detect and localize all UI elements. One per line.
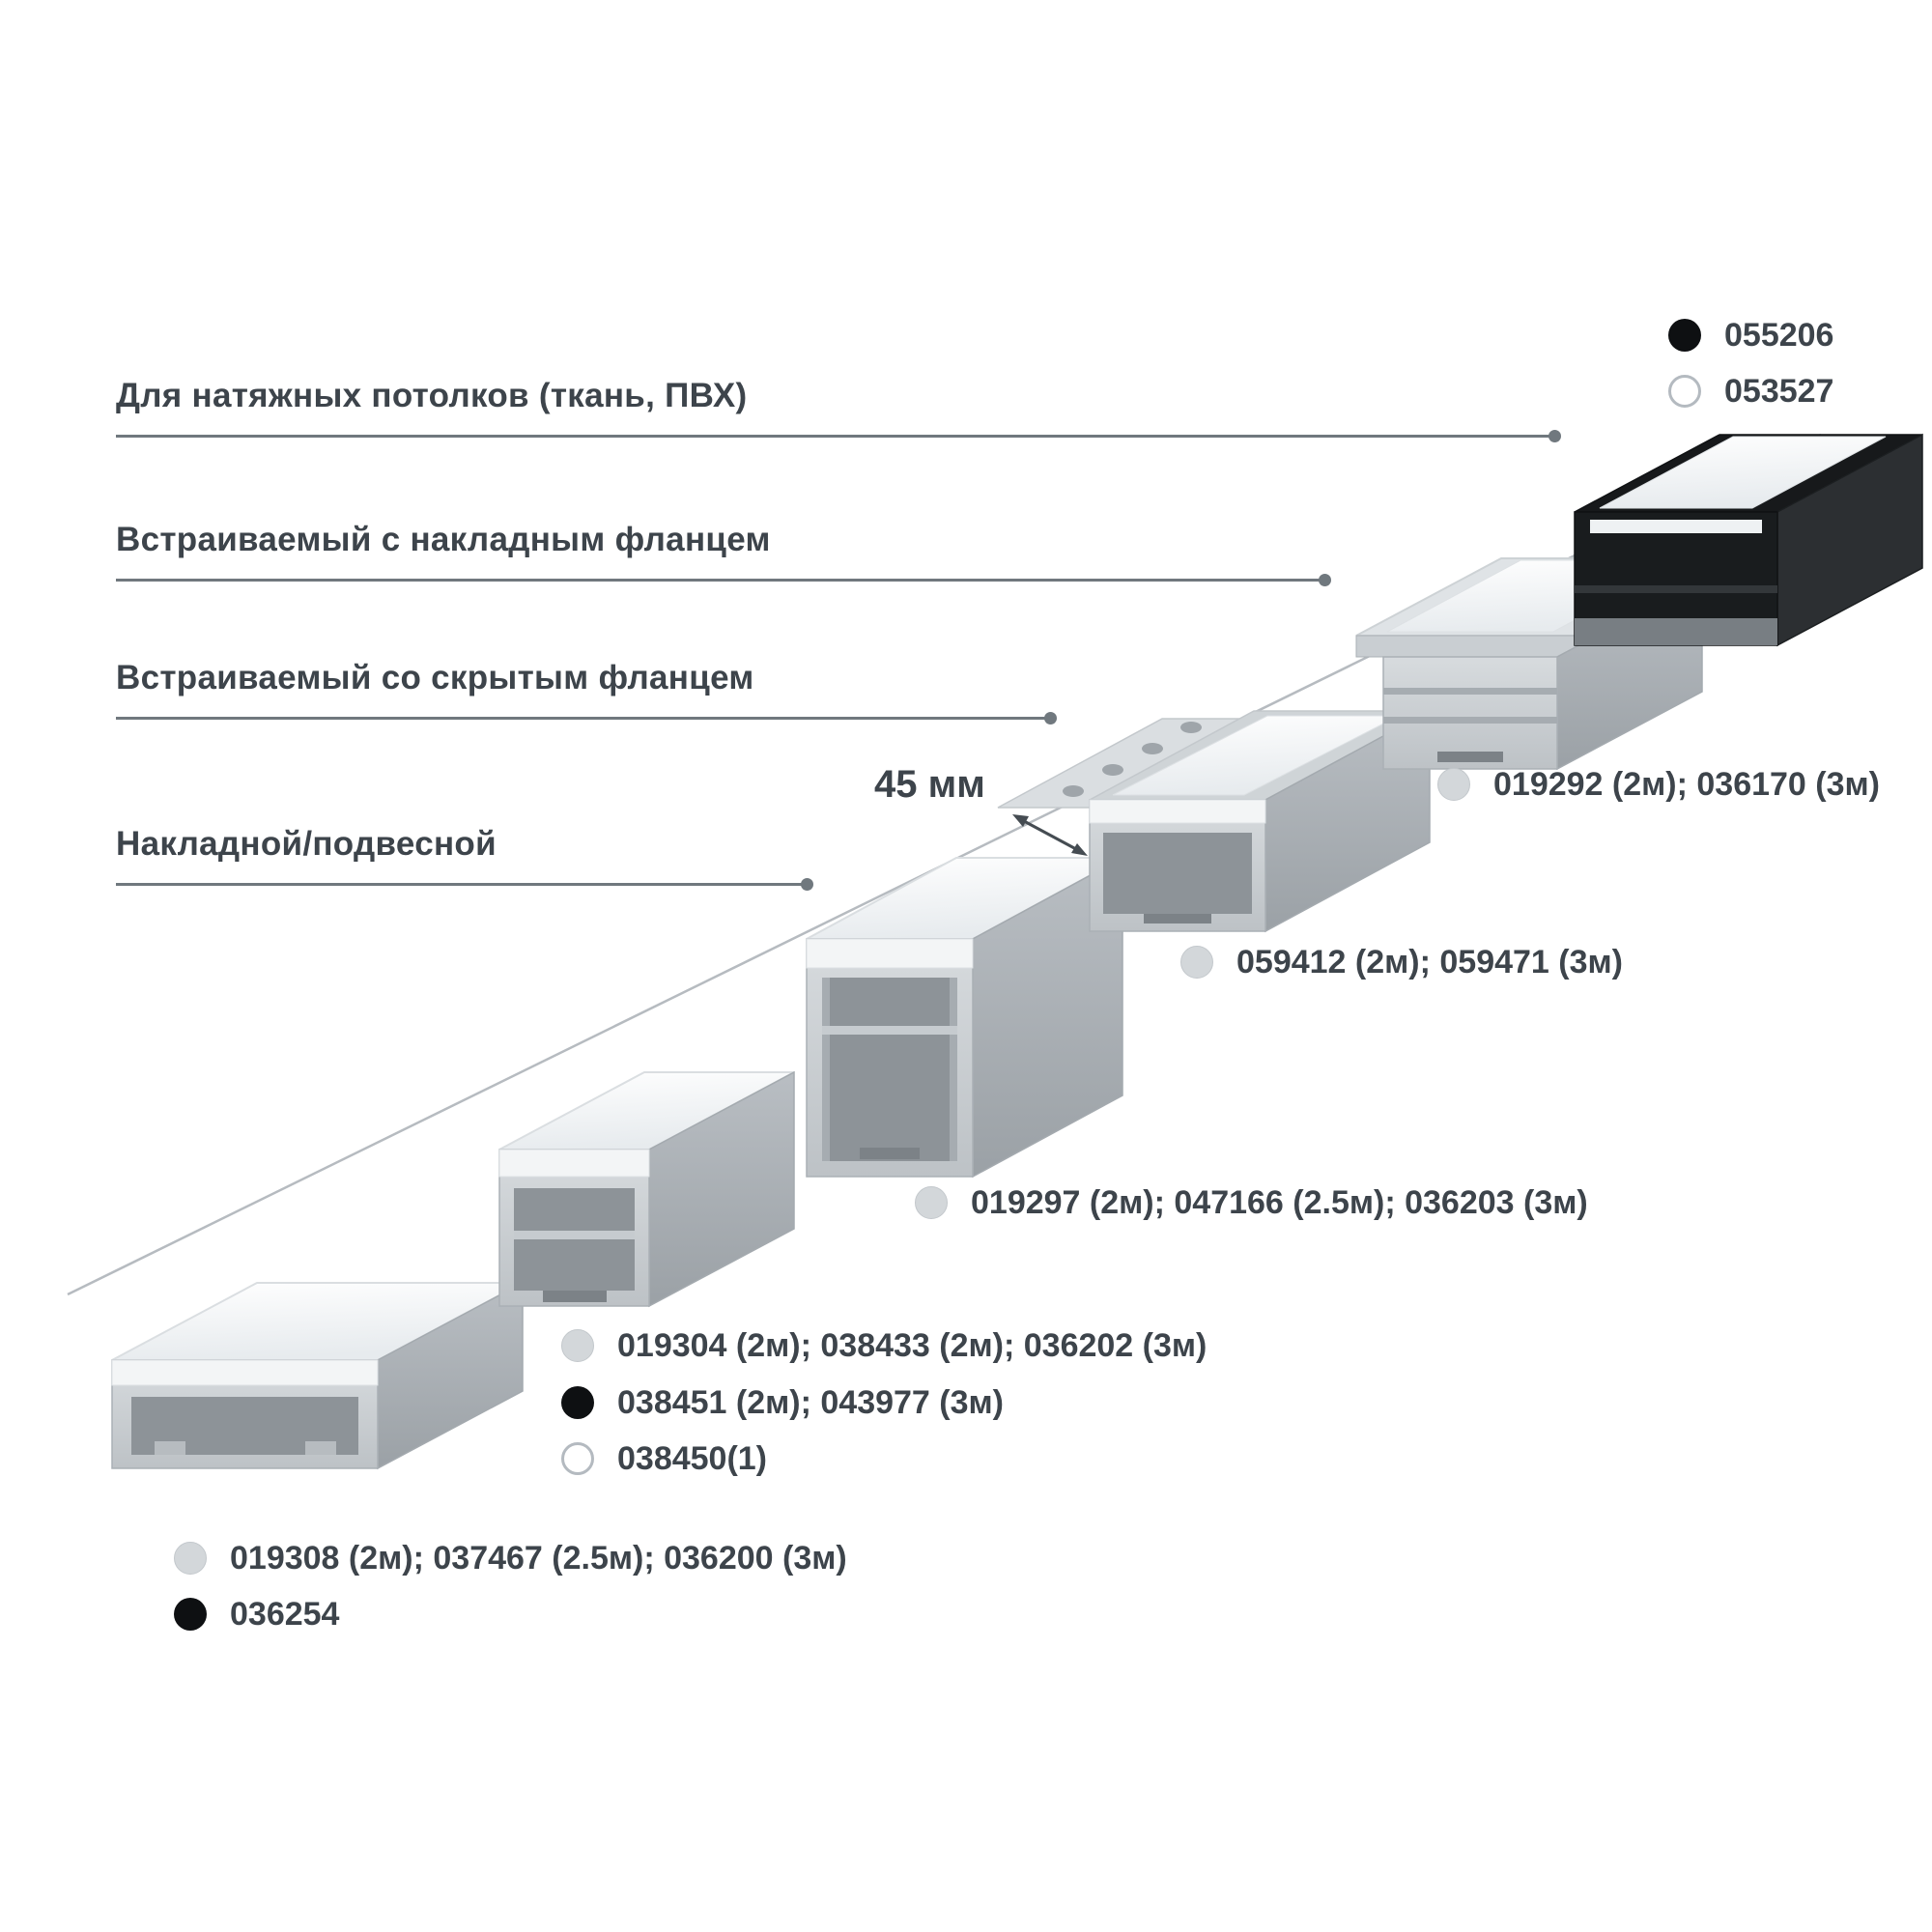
product-code-row: 038451 (2м); 043977 (3м): [561, 1381, 1004, 1424]
profile-stretch-ceiling: [1574, 433, 1923, 647]
dimension-arrow: [1012, 814, 1088, 856]
black-color-marker-icon: [174, 1598, 207, 1631]
heatsink-fin: [1383, 688, 1557, 695]
profile-surface-square-small: [498, 1070, 795, 1308]
category-label-surface-mounted: Накладной/подвесной: [116, 825, 497, 863]
heatsink-fin: [1383, 717, 1557, 724]
dimension-arrow-line: [1023, 819, 1077, 851]
profile-cavity: [1103, 833, 1252, 914]
profile-surface-mounted-low: [111, 1281, 524, 1470]
inner-step: [1575, 585, 1777, 593]
diffuser-edge: [1590, 520, 1762, 533]
category-label-recessed-flange: Встраиваемый с накладным фланцем: [116, 521, 771, 558]
product-code-row: 019297 (2м); 047166 (2.5м); 036203 (3м): [915, 1181, 1588, 1224]
mount-groove: [543, 1291, 607, 1302]
dimension-arrowhead-start: [1012, 814, 1029, 827]
product-code-row: 019304 (2м); 038433 (2м); 036202 (3м): [561, 1324, 1207, 1367]
product-code-row: 053527: [1668, 370, 1833, 412]
leader-line-surface-mounted: [116, 878, 813, 891]
leader-line-recessed-hidden-flange: [116, 712, 1057, 724]
leader-dot: [801, 878, 813, 891]
product-code-row: 059412 (2м); 059471 (3м): [1180, 941, 1623, 983]
gray-color-marker-icon: [915, 1186, 948, 1219]
profile-cavity: [822, 978, 957, 1161]
product-code-text: 036254: [230, 1595, 340, 1633]
gray-color-marker-icon: [174, 1542, 207, 1575]
dimension-label-45mm: 45 мм: [874, 763, 985, 806]
leader-line-stretch-ceiling: [116, 430, 1561, 442]
product-code-text: 053527: [1724, 372, 1834, 410]
product-code-row: 036254: [174, 1593, 339, 1635]
product-code-text: 038450(1): [617, 1439, 768, 1477]
flange-holes-near: [1063, 722, 1202, 797]
leader-dot: [1044, 712, 1057, 724]
product-code-row: 055206: [1668, 314, 1833, 356]
leader-dot: [1548, 430, 1561, 442]
gray-color-marker-icon: [561, 1329, 594, 1362]
product-code-row: 019292 (2м); 036170 (3м): [1437, 763, 1880, 806]
product-code-text: 059412 (2м); 059471 (3м): [1236, 943, 1623, 980]
category-label-recessed-hidden-flange: Встраиваемый со скрытым фланцем: [116, 659, 754, 696]
product-code-text: 019297 (2м); 047166 (2.5м); 036203 (3м): [971, 1183, 1588, 1221]
diffuser-top: [1599, 436, 1887, 509]
flange-front-face: [1355, 635, 1585, 658]
inner-wall: [822, 978, 830, 1161]
diffuser-edge: [1089, 799, 1266, 824]
product-code-text: 055206: [1724, 316, 1834, 354]
product-code-text: 038451 (2м); 043977 (3м): [617, 1383, 1004, 1421]
inner-shelf: [822, 1026, 957, 1035]
product-code-row: 038450(1): [561, 1437, 767, 1480]
diffuser-edge: [111, 1359, 379, 1386]
diffuser-edge: [498, 1149, 650, 1178]
gray-color-marker-icon: [1180, 946, 1213, 979]
diffuser-edge: [806, 938, 974, 969]
inner-wall: [950, 978, 957, 1161]
category-label-stretch-ceiling: Для натяжных потолков (ткань, ПВХ): [116, 377, 748, 414]
white-color-marker-icon: [1668, 375, 1701, 408]
product-code-row: 019308 (2м); 037467 (2.5м); 036200 (3м): [174, 1537, 847, 1579]
mount-groove: [155, 1441, 185, 1455]
profile-surface-square-large: [806, 856, 1123, 1179]
black-color-marker-icon: [1668, 319, 1701, 352]
leader-dot: [1319, 574, 1331, 586]
dimension-arrowhead-end: [1071, 843, 1088, 856]
profile-front-face: [1382, 656, 1558, 770]
product-code-text: 019304 (2м); 038433 (2м); 036202 (3м): [617, 1326, 1208, 1364]
inner-shelf: [514, 1231, 635, 1239]
gray-color-marker-icon: [1437, 768, 1470, 801]
product-code-text: 019308 (2м); 037467 (2.5м); 036200 (3м): [230, 1539, 847, 1577]
mount-groove: [1437, 752, 1503, 762]
white-color-marker-icon: [561, 1442, 594, 1475]
base-lip: [1575, 618, 1777, 645]
black-color-marker-icon: [561, 1386, 594, 1419]
mount-groove: [860, 1148, 920, 1159]
product-code-text: 019292 (2м); 036170 (3м): [1493, 765, 1880, 803]
mount-groove: [305, 1441, 336, 1455]
leader-line-recessed-flange: [116, 574, 1331, 586]
mount-groove: [1144, 914, 1211, 923]
